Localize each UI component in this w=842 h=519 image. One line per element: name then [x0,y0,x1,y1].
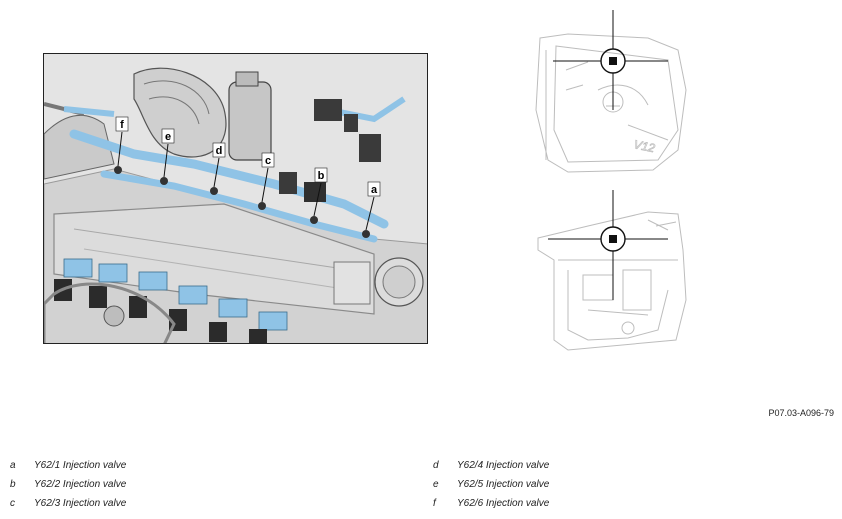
legend-text: Y62/6 Injection valve [457,498,550,509]
side-target-marker [609,235,617,243]
figure-id: P07.03-A096-79 [768,408,834,418]
legend-letter: d [433,460,439,471]
legend-letter: b [10,479,16,490]
callout-c: c [265,155,271,167]
callout-e: e [165,131,171,143]
locator-top-view: V12 [528,10,696,185]
engine-drawing: f e d c b a [44,54,427,343]
locator-side-view [528,190,696,358]
callout-a: a [371,184,378,196]
v12-badge: V12 [632,137,656,155]
legend-letter: c [10,498,15,509]
legend-text: Y62/5 Injection valve [457,479,550,490]
legend-text: Y62/1 Injection valve [34,460,127,471]
legend-letter: a [10,460,16,471]
callout-f: f [120,119,124,131]
engine-illustration: f e d c b a [43,53,428,344]
legend-letter: e [433,479,439,490]
legend-text: Y62/4 Injection valve [457,460,550,471]
target-marker [609,57,617,65]
legend-text: Y62/3 Injection valve [34,498,127,509]
legend-letter: f [433,498,436,509]
callout-b: b [318,170,325,182]
legend-text: Y62/2 Injection valve [34,479,127,490]
callout-d: d [216,145,223,157]
